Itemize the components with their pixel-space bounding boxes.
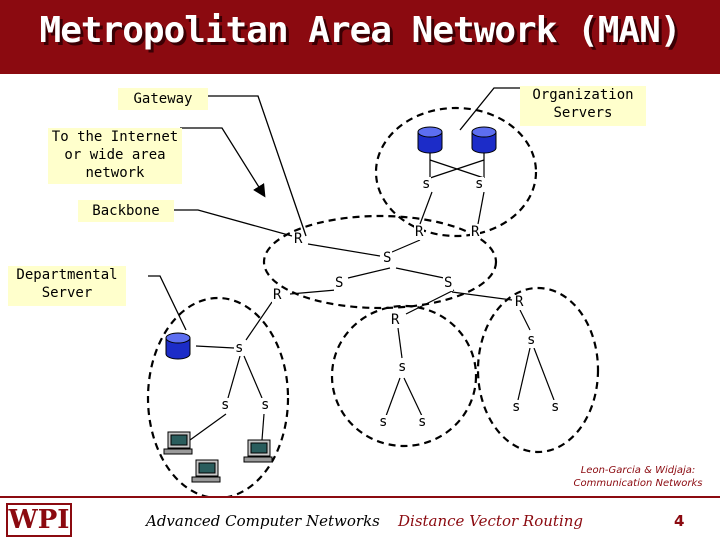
switch-node: S [382, 250, 393, 266]
router-node: R [470, 224, 481, 240]
dept-cluster [146, 296, 290, 496]
network-links [189, 150, 555, 441]
internet-line2: or wide area [64, 147, 166, 163]
credit-line1: Leon-Garcia & Widjaja: [580, 465, 696, 476]
switch-node: s [378, 414, 389, 430]
router-node: R [514, 294, 525, 310]
departmental-line1: Departmental [16, 267, 118, 283]
title-bar [0, 0, 720, 74]
switch-node: s [220, 397, 231, 413]
credit-line2: Communication Networks [573, 478, 703, 489]
router-node: R [390, 312, 401, 328]
cluster-ellipses [146, 106, 600, 496]
workstation-icon [163, 431, 193, 455]
backbone-text: Backbone [92, 203, 160, 219]
internet-line1: To the Internet [51, 129, 179, 145]
router-node: R [272, 287, 283, 303]
switch-node: s [234, 340, 245, 356]
middle-cluster [330, 304, 478, 448]
switch-node: s [511, 399, 522, 415]
switch-node: s [260, 397, 271, 413]
switch-node: s [526, 332, 537, 348]
internet-pointer [180, 127, 266, 198]
switch-node: s [417, 414, 428, 430]
departmental-server-label: Departmental Server [8, 266, 126, 306]
right-cluster [476, 286, 600, 454]
footer-topic: Distance Vector Routing [398, 512, 584, 530]
network-diagram [146, 87, 600, 496]
departmental-line2: Server [41, 285, 93, 301]
org-servers-pointer [459, 87, 522, 131]
switch-node: S [443, 275, 454, 291]
workstation-icon [243, 439, 273, 463]
database-server-icon [471, 126, 497, 154]
slide-title: Metropolitan Area Network (MAN) [39, 10, 682, 51]
workstation-icon [191, 459, 221, 483]
organization-servers-label: Organization Servers [520, 86, 646, 126]
backbone-pointer [172, 209, 293, 237]
page-number: 4 [674, 512, 685, 530]
internet-line3: network [85, 165, 145, 181]
gateway-text: Gateway [133, 91, 193, 107]
footer-course: Advanced Computer Networks [146, 512, 380, 530]
backbone-label: Backbone [78, 200, 174, 222]
switch-node: S [334, 275, 345, 291]
org-server-cluster [374, 106, 538, 238]
switch-node: s [550, 399, 561, 415]
router-node: R [293, 231, 304, 247]
switch-node: s [397, 359, 408, 375]
database-server-icon [165, 332, 191, 360]
credit-citation: Leon-Garcia & Widjaja: Communication Net… [560, 464, 716, 490]
router-node: R [414, 224, 425, 240]
footer-divider [0, 496, 720, 498]
gateway-label: Gateway [118, 88, 208, 110]
gateway-pointer [208, 95, 307, 237]
switch-node: s [474, 176, 485, 192]
organization-servers-line1: Organization [532, 87, 634, 103]
backbone-ring [262, 214, 498, 310]
wpi-logo: WPI [6, 503, 72, 537]
organization-servers-line2: Servers [553, 105, 613, 121]
internet-label: To the Internet or wide area network [48, 128, 182, 184]
database-server-icon [417, 126, 443, 154]
switch-node: s [421, 176, 432, 192]
departmental-pointer [148, 275, 187, 331]
callout-lines [148, 87, 522, 331]
